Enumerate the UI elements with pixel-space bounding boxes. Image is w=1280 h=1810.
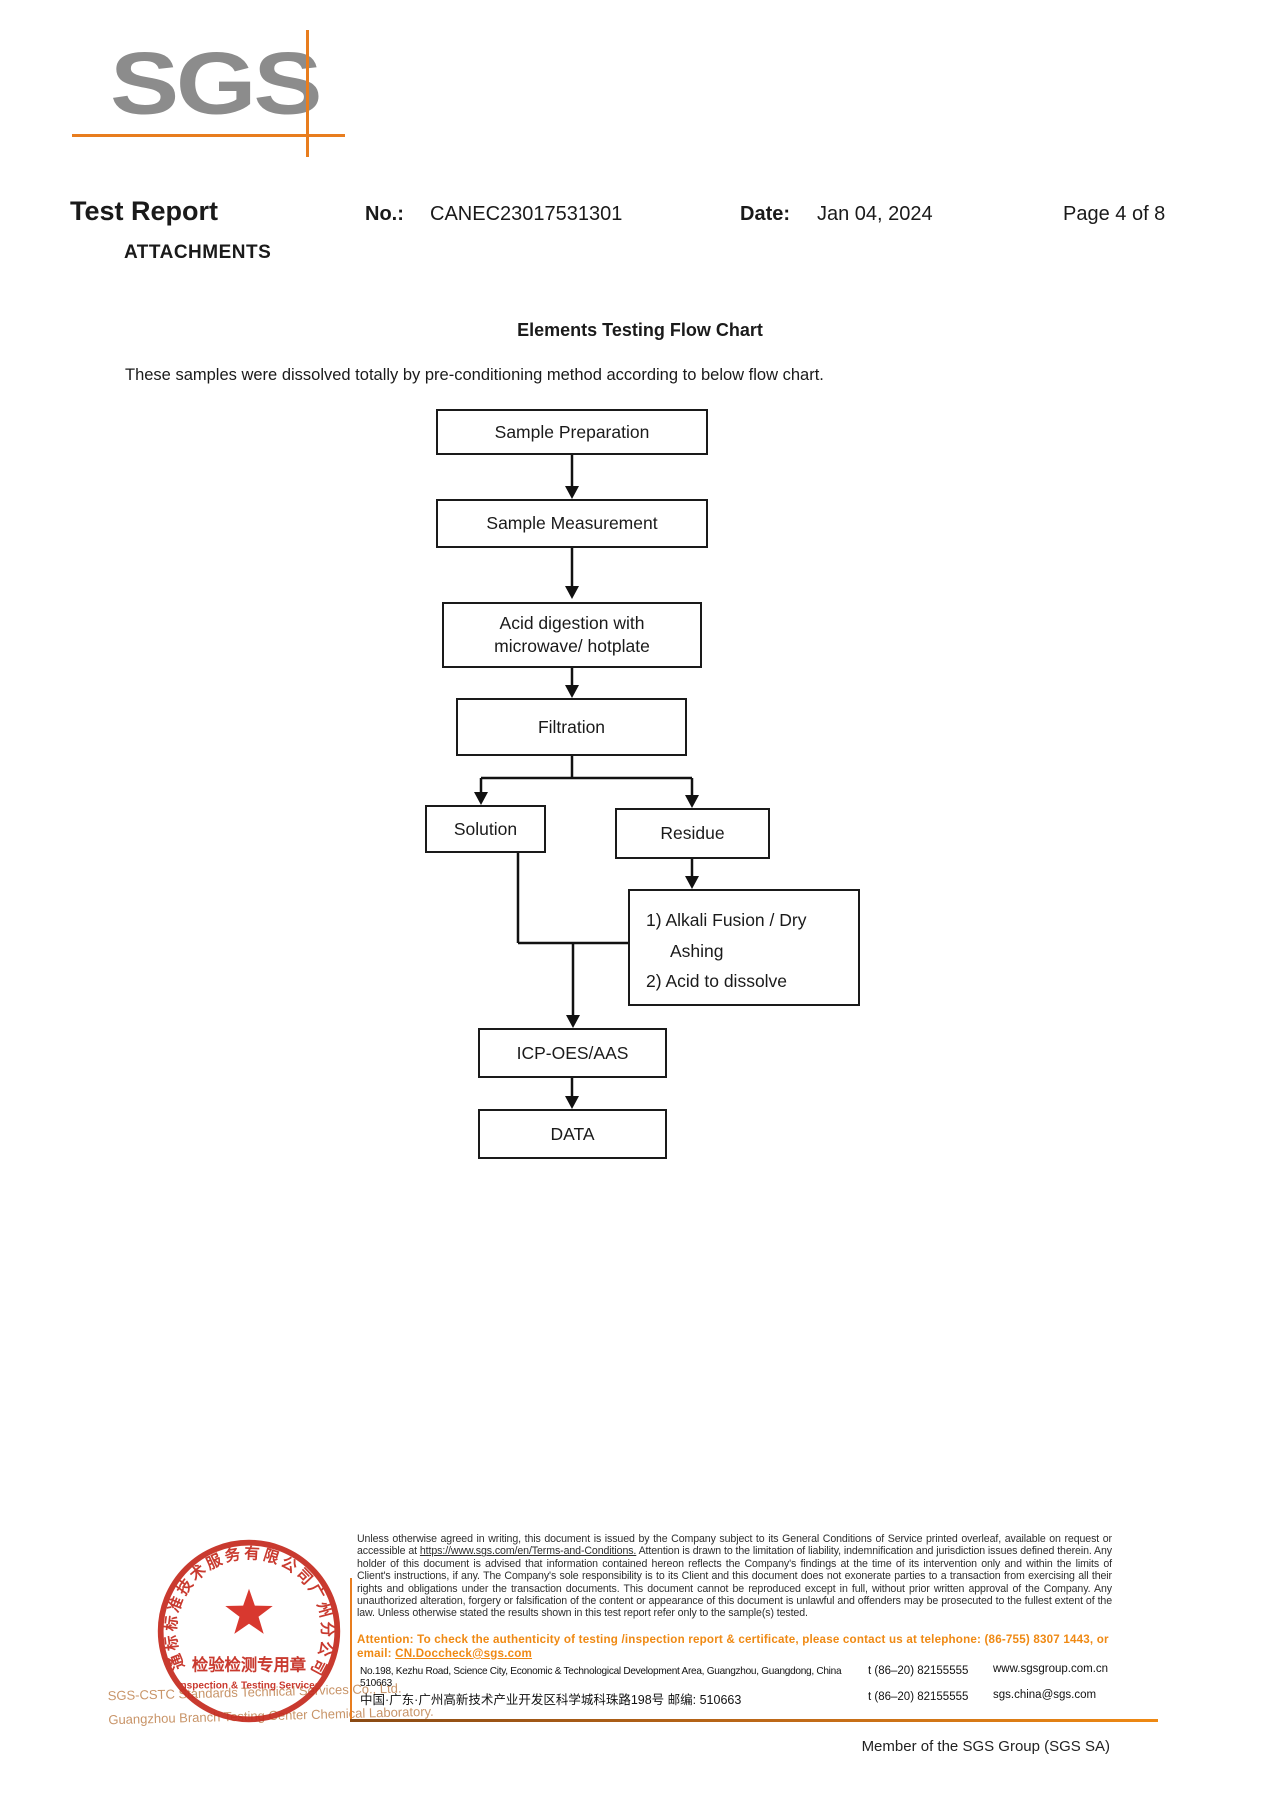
flow-node-label: Acid digestion with microwave/ hotplate bbox=[494, 613, 650, 656]
logo-underline bbox=[72, 134, 345, 137]
doccheck-email-link[interactable]: CN.Doccheck@sgs.com bbox=[395, 1646, 533, 1660]
terms-link[interactable]: https://www.sgs.com/en/Terms-and-Conditi… bbox=[419, 1545, 637, 1558]
legal-text: Unless otherwise agreed in writing, this… bbox=[357, 1533, 1112, 1620]
flow-node-sample-preparation: Sample Preparation bbox=[436, 409, 708, 455]
phone-line2: t (86–20) 82155555 bbox=[868, 1691, 969, 1703]
report-no-value: CANEC23017531301 bbox=[430, 203, 623, 225]
flow-node-label: Sample Preparation bbox=[494, 421, 650, 442]
report-date-value: Jan 04, 2024 bbox=[817, 203, 933, 225]
flow-node-label: Filtration bbox=[537, 716, 606, 737]
attention-text: Attention: To check the authenticity of … bbox=[357, 1633, 1117, 1661]
phone-line1: t (86–20) 82155555 bbox=[868, 1665, 969, 1677]
alkali-line-1: 1) Alkali Fusion / Dry bbox=[646, 910, 807, 930]
page-title: Test Report bbox=[70, 196, 219, 226]
flow-node-icp-oes-aas: ICP-OES/AAS bbox=[478, 1028, 667, 1078]
attachments-heading: ATTACHMENTS bbox=[124, 242, 272, 263]
sgs-logo: SGS bbox=[110, 34, 322, 133]
sgs-email-link[interactable]: sgs.china@sgs.com bbox=[993, 1689, 1097, 1701]
flow-node-solution: Solution bbox=[425, 805, 546, 853]
footer-horizontal-rule bbox=[350, 1719, 1158, 1722]
footer-vertical-divider bbox=[350, 1578, 352, 1719]
flow-node-alkali-fusion: 1) Alkali Fusion / Dry Ashing 2) Acid to… bbox=[628, 889, 860, 1006]
flow-node-sample-measurement: Sample Measurement bbox=[436, 499, 708, 548]
flow-node-label: Residue bbox=[660, 823, 725, 844]
report-no-label: No.: bbox=[365, 203, 404, 225]
flow-node-data: DATA bbox=[478, 1109, 667, 1159]
address-chinese: 中国·广东·广州高新技术产业开发区科学城科珠路198号 邮编: 510663 bbox=[360, 1693, 742, 1707]
page-number: Page 4 of 8 bbox=[1063, 203, 1166, 225]
stamp-ring bbox=[157, 1539, 341, 1723]
stamp-star bbox=[225, 1588, 273, 1634]
flow-node-filtration: Filtration bbox=[456, 698, 687, 756]
stamp-cn-text: 检验检测专用章 bbox=[192, 1655, 306, 1674]
flow-chart-intro: These samples were dissolved totally by … bbox=[125, 366, 824, 384]
website-link[interactable]: www.sgsgroup.com.cn bbox=[993, 1663, 1109, 1675]
alkali-line-2: Ashing bbox=[670, 940, 724, 961]
logo-crossline bbox=[306, 30, 309, 157]
legal-text-part1: Unless otherwise agreed in writing, this… bbox=[357, 1533, 1112, 1558]
report-date-label: Date: bbox=[740, 203, 791, 225]
flow-chart-title: Elements Testing Flow Chart bbox=[517, 320, 763, 340]
stamp-en-text: Inspection & Testing Services bbox=[178, 1681, 321, 1692]
flow-node-residue: Residue bbox=[615, 808, 770, 859]
inspection-stamp: 通标标准技术服务有限公司广州分公司 检验检测专用章 Inspection & T… bbox=[157, 1539, 341, 1723]
attention-message: Attention: To check the authenticity of … bbox=[357, 1633, 1109, 1660]
flow-node-label: DATA bbox=[550, 1123, 595, 1144]
alkali-line-3: 2) Acid to dissolve bbox=[646, 971, 788, 992]
flow-node-label: ICP-OES/AAS bbox=[516, 1042, 629, 1063]
legal-text-part2: Attention is drawn to the limitation of … bbox=[357, 1545, 1112, 1620]
address-english: No.198, Kezhu Road, Science City, Econom… bbox=[360, 1665, 842, 1689]
flow-node-label: Sample Measurement bbox=[486, 513, 658, 534]
flow-node-label: Solution bbox=[453, 818, 518, 839]
flow-connectors bbox=[474, 455, 699, 1109]
member-line: Member of the SGS Group (SGS SA) bbox=[861, 1738, 1110, 1755]
flow-node-acid-digestion: Acid digestion with microwave/ hotplate bbox=[442, 602, 702, 668]
